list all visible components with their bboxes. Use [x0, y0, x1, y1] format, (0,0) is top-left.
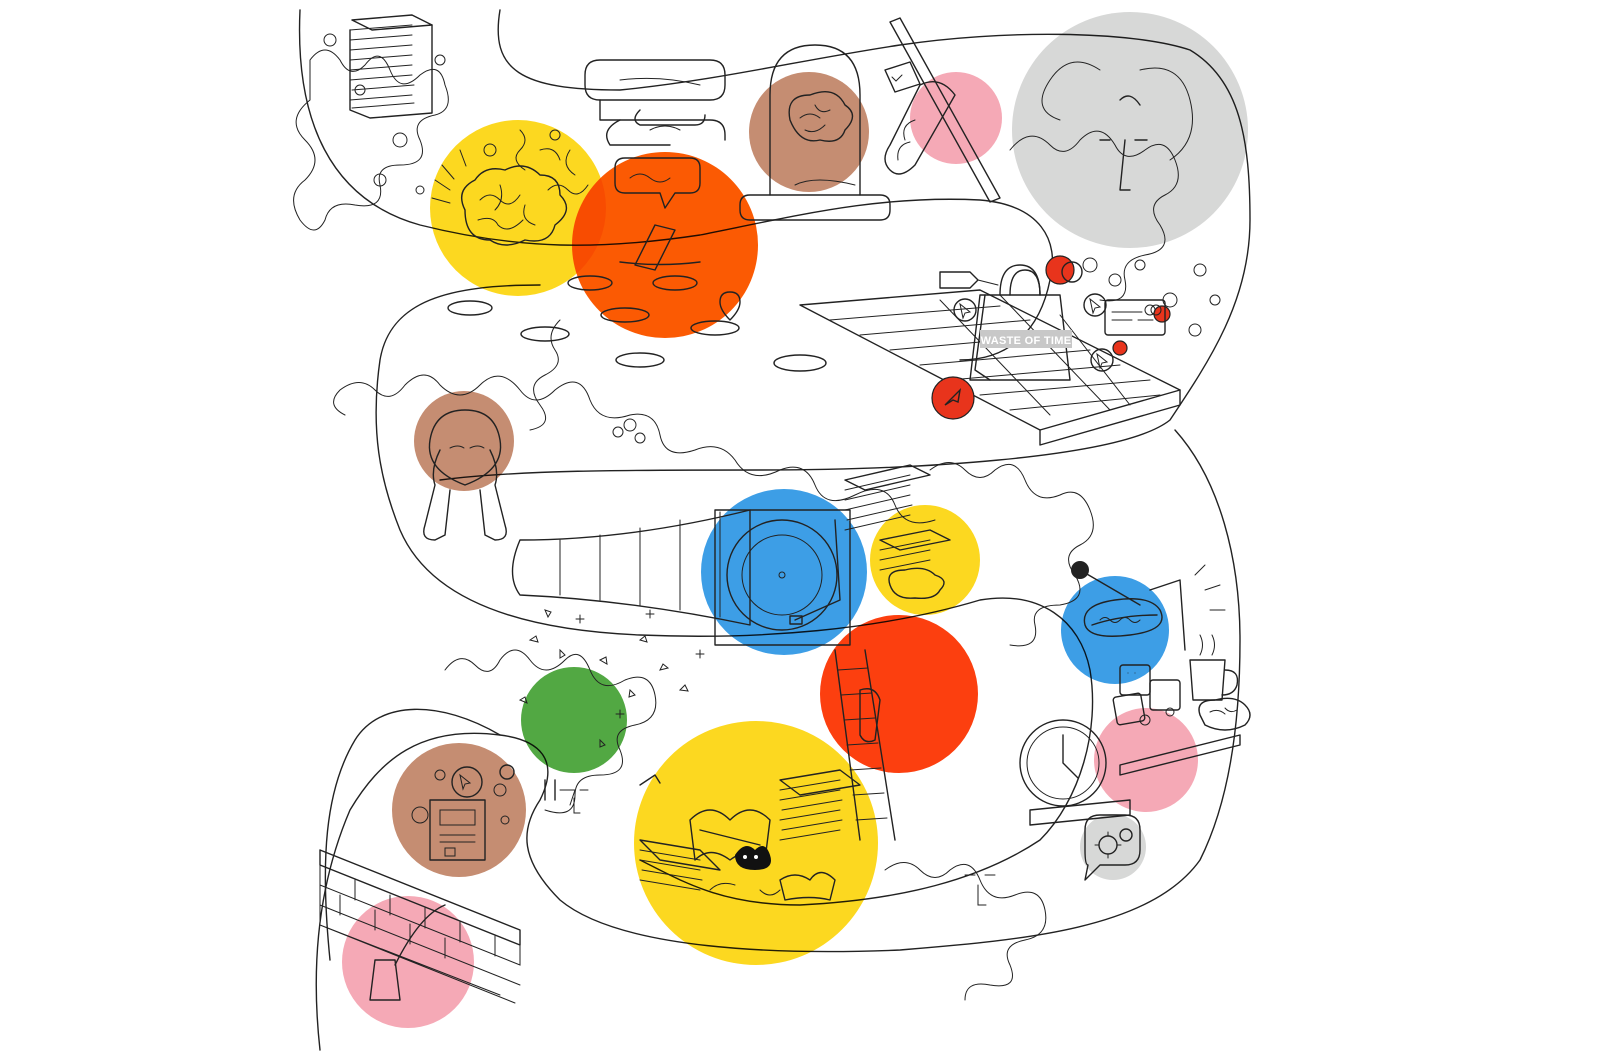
record-player-icon [714, 509, 851, 646]
cursor-icon [931, 261, 1114, 420]
credit-card-icon [1104, 299, 1166, 336]
paper-stack-icon [349, 14, 433, 119]
yellow-circle-papers [870, 505, 980, 615]
orange-circle-laptop [572, 152, 758, 338]
gears-icon [1084, 814, 1141, 881]
tube-cone [511, 509, 751, 626]
face-icon [559, 789, 996, 906]
bag-label: WASTE OF TIME [981, 335, 1072, 347]
confetti-icon [518, 609, 705, 806]
brain-jar-icon [739, 44, 891, 221]
paper-stack-icon [844, 464, 951, 600]
bubble-dots [323, 33, 1221, 726]
price-tag-icon [939, 271, 999, 289]
floppy-disk-icon [411, 764, 515, 861]
speech-bubble-icon [584, 59, 726, 209]
laptop-icon [619, 224, 701, 271]
yellow-circle-brain [430, 120, 606, 296]
open-book-icon [639, 769, 861, 901]
pink-circle-wall [342, 896, 474, 1028]
grey-circle-gears [1080, 814, 1146, 880]
brown-circle-face [414, 391, 514, 491]
hot-dog-icon [1071, 561, 1226, 651]
pink-circle-clock [1094, 708, 1198, 812]
hand-icon [884, 17, 1001, 203]
red-circle-ladder [820, 615, 978, 773]
grey-circle-face [1012, 12, 1248, 248]
brain-icon [431, 149, 568, 246]
red-dot [1112, 340, 1128, 356]
red-dot [1153, 305, 1171, 323]
red-dot [1045, 255, 1075, 285]
face-icon [1041, 61, 1193, 191]
mug-icon [1189, 634, 1239, 701]
blue-circle-hotdog [1061, 576, 1169, 684]
ramp [799, 289, 1181, 446]
hands-over-face-icon [423, 409, 507, 541]
ladder-icon [834, 649, 896, 841]
squiggle-strands [483, 129, 589, 195]
brick-wall-icon [319, 849, 521, 1004]
yellow-circle-book [634, 721, 878, 965]
brown-circle-jar [749, 72, 869, 192]
ground-holes [447, 275, 827, 372]
crackers [1112, 664, 1181, 726]
shopping-bag-icon: WASTE OF TIME [969, 264, 1072, 381]
green-circle-confetti [521, 667, 627, 773]
